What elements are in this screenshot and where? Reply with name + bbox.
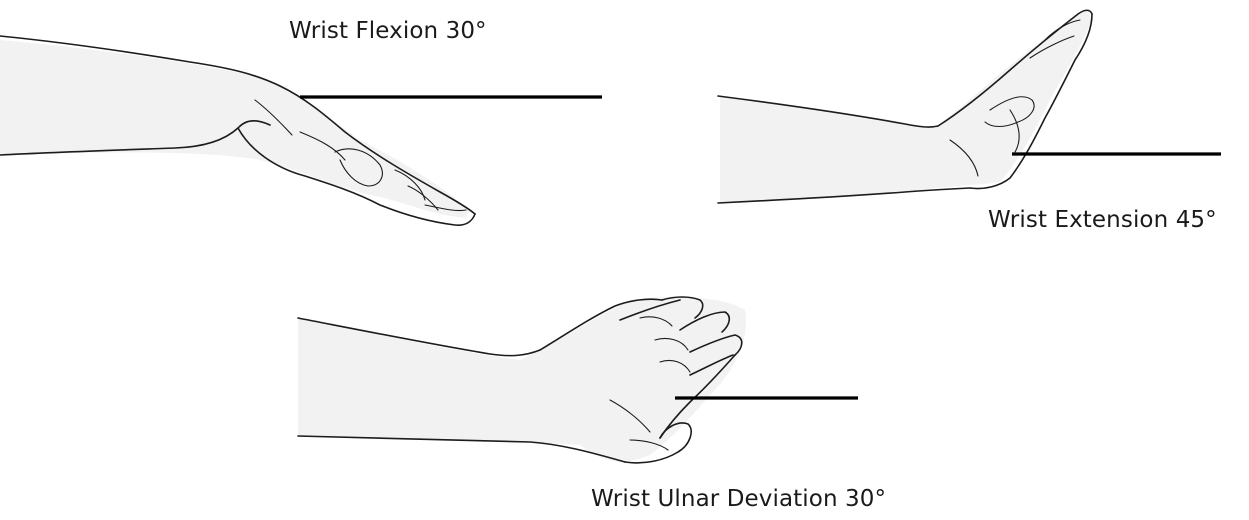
ulnar-deviation-hand-drawing [298,297,746,463]
extension-hand-drawing [718,10,1092,203]
flexion-hand-drawing [0,36,475,225]
